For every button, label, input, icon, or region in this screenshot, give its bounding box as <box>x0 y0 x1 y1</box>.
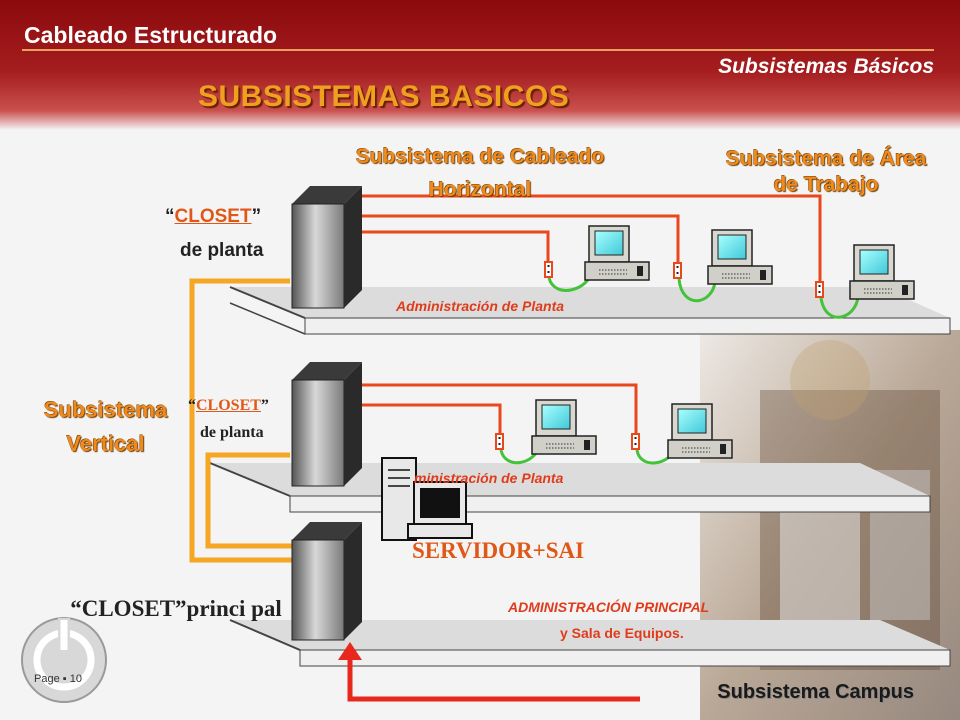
wall-outlet <box>495 433 504 450</box>
work-area-subsystem-title: Subsistema de Área de Trabajo <box>725 147 927 196</box>
floor-closet-label-2: “CLOSET” <box>188 397 269 415</box>
workstation-pc <box>707 229 773 285</box>
campus-arrow <box>338 642 640 702</box>
power-logo-icon <box>21 617 107 703</box>
close-quote: ” <box>251 206 262 227</box>
wall-outlet <box>631 433 640 450</box>
section-subtitle: Subsistemas Básicos <box>718 55 934 78</box>
close-quote: ” <box>260 397 269 414</box>
floor-slab-1 <box>229 286 951 335</box>
floor-admin-label-1: Administración de Planta <box>396 298 565 314</box>
vertical-backbone-cables <box>189 278 294 563</box>
floor-closet-sub-2: de planta <box>200 424 264 441</box>
horizontal-subsystem-title: Subsistema de Cableado Horizontal <box>355 145 605 201</box>
server-label: SERVIDOR+SAI <box>412 538 585 563</box>
vertical-subsystem-title: Subsistema Vertical <box>43 397 168 456</box>
course-title: Cableado Estructurado <box>24 22 278 48</box>
campus-subsystem-title: Subsistema Campus <box>717 681 914 703</box>
slide-heading: SUBSISTEMAS BASICOS <box>198 80 570 113</box>
floor-admin-label-2: ministración de Planta <box>414 470 564 486</box>
floor-closet-label-1: “CLOSET” <box>165 206 261 228</box>
page-number: Page ▪ 10 <box>34 673 82 685</box>
closet-word: CLOSET <box>174 206 252 227</box>
floor-closet-sub-1: de planta <box>180 240 264 261</box>
open-quote: “ <box>188 397 196 414</box>
server-computer <box>381 457 473 541</box>
wall-outlet <box>673 262 682 279</box>
horizontal-cables-floor-2 <box>360 383 638 434</box>
wall-outlet <box>815 281 824 298</box>
floor-slab-3 <box>229 619 951 667</box>
wall-outlet <box>544 261 553 278</box>
workstation-pc <box>849 244 915 300</box>
equipment-room-label: y Sala de Equipos. <box>560 625 684 641</box>
workstation-pc <box>584 225 650 281</box>
header-band <box>0 0 960 130</box>
horizontal-cables-floor-1 <box>360 194 822 282</box>
closet-rack-floor-1 <box>291 186 362 309</box>
main-closet-rack <box>291 522 362 641</box>
main-closet-label: “CLOSET”princi pal <box>70 596 282 621</box>
open-quote: “ <box>165 206 175 227</box>
closet-rack-floor-2 <box>291 362 362 487</box>
workstation-pc <box>531 399 597 455</box>
main-admin-label: ADMINISTRACIÓN PRINCIPAL <box>508 599 710 615</box>
closet-word: CLOSET <box>196 397 261 414</box>
